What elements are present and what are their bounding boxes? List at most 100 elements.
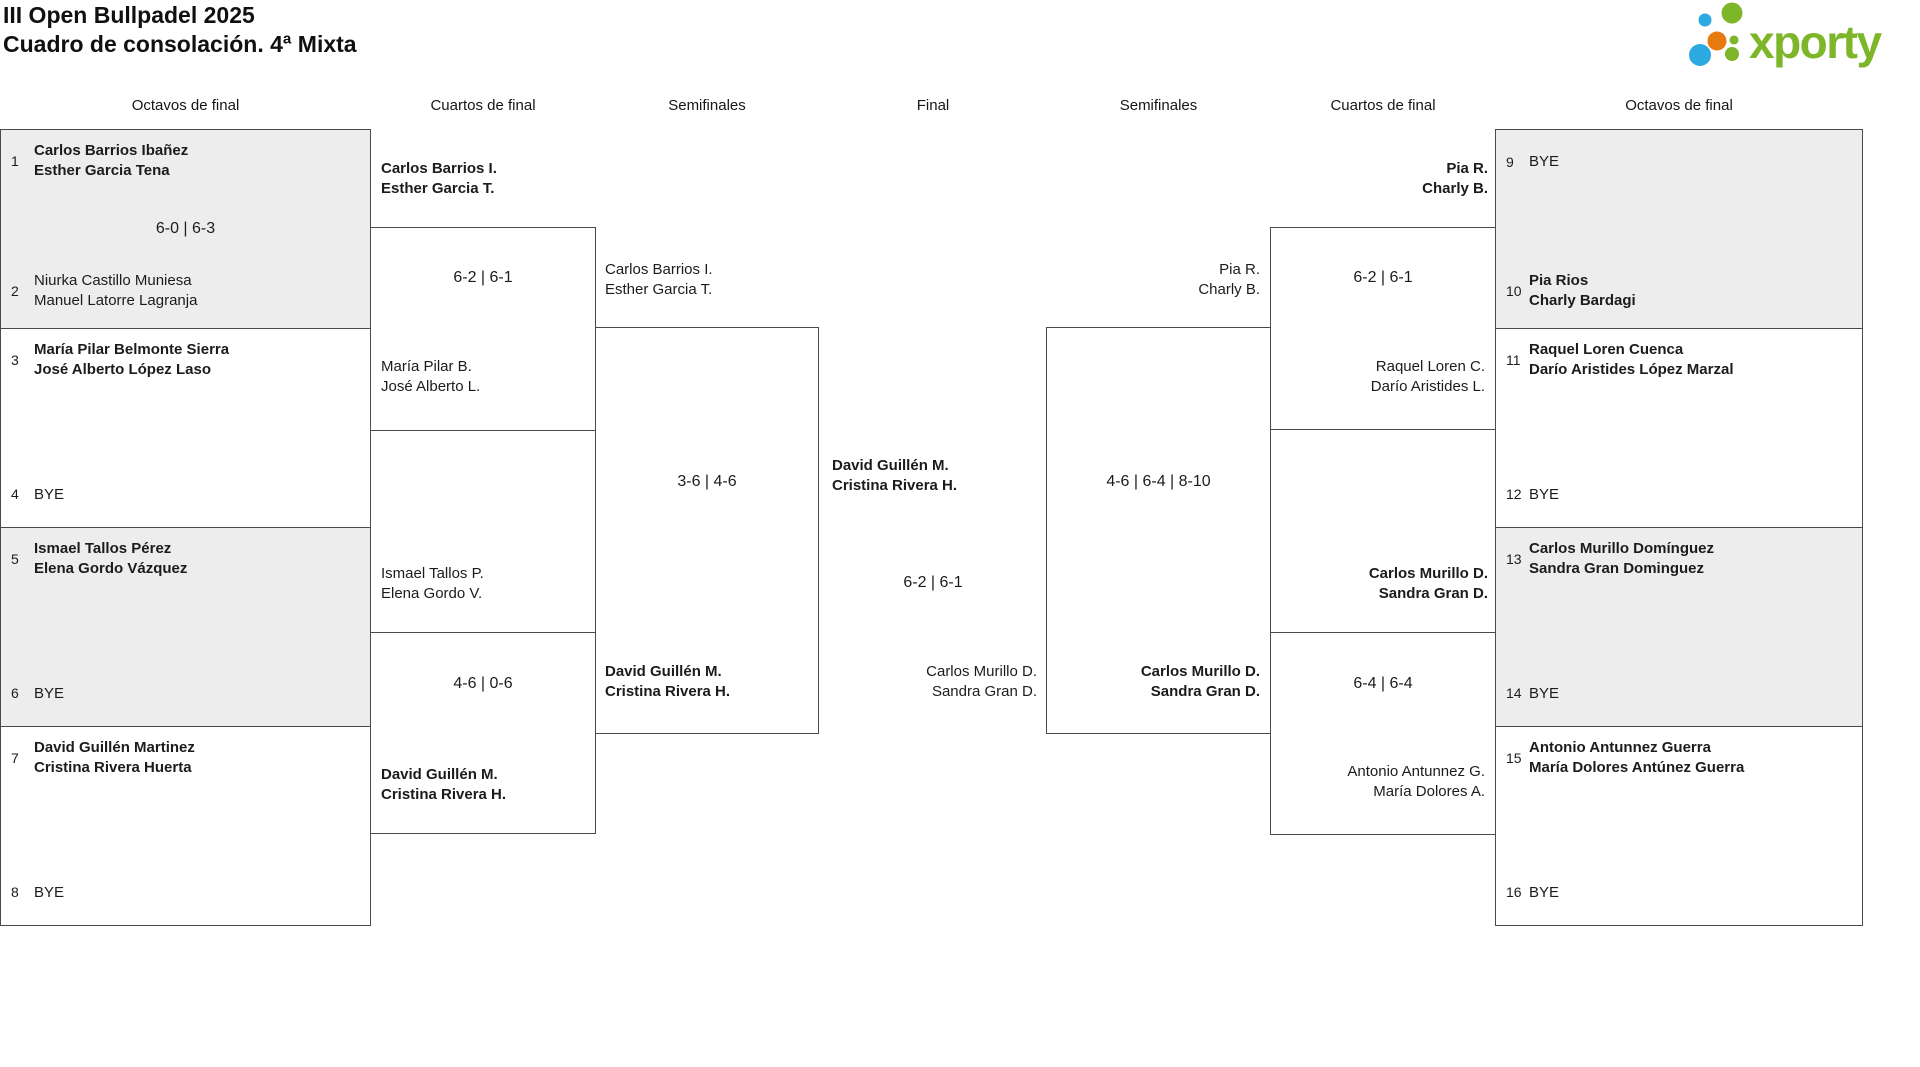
logo-dot (1729, 35, 1739, 45)
match-score-qf-right-1: 6-2 | 6-1 (1353, 269, 1413, 286)
bracket-entry-15: 15 Antonio Antunnez Guerra María Dolores… (1506, 738, 1744, 777)
logo-dot (1725, 47, 1739, 61)
qf-left-1-team-top: Carlos Barrios I. Esther Garcia T. (381, 160, 497, 197)
logo-dot (1689, 44, 1711, 66)
team-names: BYE (34, 684, 65, 702)
team-names: David Guillén Martinez Cristina Rivera H… (34, 739, 195, 776)
seed-number: 16 (1506, 884, 1522, 901)
logo-wordmark: xporty (1749, 16, 1883, 68)
bracket-entry-5: 5 Ismael Tallos Pérez Elena Gordo Vázque… (11, 539, 187, 578)
bracket-entry-2: 2 Niurka Castillo Muniesa Manuel Latorre… (11, 271, 197, 310)
team-names: Antonio Antunnez Guerra María Dolores An… (1529, 739, 1745, 776)
seed-number: 15 (1506, 749, 1522, 766)
tournament-title: III Open Bullpadel 2025 (3, 2, 255, 28)
seed-number: 11 (1506, 351, 1521, 368)
team-names: Pia Rios Charly Bardagi (1529, 272, 1636, 309)
bracket-entry-10: 10 Pia Rios Charly Bardagi (1506, 271, 1636, 310)
seed-number: 3 (11, 351, 19, 368)
team-names: BYE (1529, 684, 1560, 702)
seed-number: 14 (1506, 685, 1522, 702)
team-names: BYE (1529, 883, 1560, 901)
final-team-left: David Guillén M. Cristina Rivera H. (832, 457, 958, 494)
team-names: Carlos Barrios Ibañez Esther Garcia Tena (34, 142, 189, 179)
bracket-entry-9: 9 BYE (1506, 152, 1559, 172)
match-score-final: 6-2 | 6-1 (903, 574, 963, 591)
match-score-sf-right: 4-6 | 6-4 | 8-10 (1106, 473, 1211, 490)
seed-number: 4 (11, 486, 19, 503)
final-team-right: Carlos Murillo D. Sandra Gran D. (926, 663, 1037, 700)
r16-right-box-1: 9 BYE 10 Pia Rios Charly Bardagi (1495, 129, 1863, 329)
team-names: Ismael Tallos Pérez Elena Gordo Vázquez (34, 540, 188, 577)
logo-dot (1707, 31, 1727, 51)
round-header-cuartos-left: Cuartos de final (430, 97, 536, 114)
seed-number: 5 (11, 550, 19, 567)
sf-right-team-top: Pia R. Charly B. (1198, 261, 1260, 298)
team-names: BYE (34, 883, 65, 901)
seed-number: 8 (11, 884, 19, 901)
round-header-semis-left: Semifinales (668, 97, 746, 114)
page-title: III Open Bullpadel 2025 Cuadro de consol… (3, 1, 357, 59)
bracket-entry-12: 12 BYE (1506, 485, 1559, 505)
r16-left-box-1: 1 Carlos Barrios Ibañez Esther Garcia Te… (0, 129, 371, 329)
qf-right-2-box (1270, 632, 1496, 835)
seed-number: 10 (1506, 282, 1522, 299)
r16-right-box-3: 13 Carlos Murillo Domínguez Sandra Gran … (1495, 527, 1863, 727)
r16-left-box-3: 5 Ismael Tallos Pérez Elena Gordo Vázque… (0, 527, 371, 727)
r16-left-box-2: 3 María Pilar Belmonte Sierra José Alber… (0, 328, 371, 528)
bracket-entry-7: 7 David Guillén Martinez Cristina Rivera… (11, 738, 195, 777)
sf-left-team-top: Carlos Barrios I. Esther Garcia T. (605, 261, 713, 298)
qf-right-1-team-top: Pia R. Charly B. (1422, 160, 1488, 197)
bracket-entry-1: 1 Carlos Barrios Ibañez Esther Garcia Te… (11, 141, 188, 180)
seed-number: 2 (11, 282, 19, 299)
logo-dot (1698, 13, 1712, 27)
round-header-octavos-left: Octavos de final (131, 97, 240, 114)
team-names: BYE (1529, 153, 1560, 170)
match-score-qf-left-2: 4-6 | 0-6 (453, 675, 513, 692)
qf-right-1-team-bottom: Raquel Loren C. Darío Aristides L. (1370, 358, 1485, 395)
seed-number: 12 (1506, 486, 1522, 503)
team-names: Raquel Loren Cuenca Darío Aristides Lópe… (1529, 341, 1734, 378)
bracket-entry-4: 4 BYE (11, 485, 64, 505)
match-score-sf-left: 3-6 | 4-6 (677, 473, 737, 490)
bracket-entry-14: 14 BYE (1506, 684, 1559, 704)
bracket-entry-6: 6 BYE (11, 684, 64, 704)
r16-right-box-2: 11 Raquel Loren Cuenca Darío Aristides L… (1495, 328, 1863, 528)
qf-right-1-box (1270, 227, 1496, 430)
bracket-entry-8: 8 BYE (11, 883, 64, 903)
sf-right-box (1046, 327, 1271, 734)
team-names: Niurka Castillo Muniesa Manuel Latorre L… (34, 272, 198, 309)
qf-left-2-team-top: Ismael Tallos P. Elena Gordo V. (381, 565, 484, 602)
team-names: Carlos Murillo Domínguez Sandra Gran Dom… (1529, 540, 1715, 577)
team-names: BYE (1529, 485, 1560, 503)
match-score-r16-left-1: 6-0 | 6-3 (155, 220, 216, 237)
match-score-qf-right-2: 6-4 | 6-4 (1353, 675, 1413, 692)
team-names: María Pilar Belmonte Sierra José Alberto… (34, 341, 230, 378)
bracket-entry-3: 3 María Pilar Belmonte Sierra José Alber… (11, 340, 229, 379)
qf-left-2-team-bottom: David Guillén M. Cristina Rivera H. (381, 766, 507, 803)
match-score-qf-left-1: 6-2 | 6-1 (453, 269, 513, 286)
seed-number: 13 (1506, 550, 1522, 567)
xporty-logo[interactable]: xporty (1686, 0, 1914, 72)
logo-dot (1721, 2, 1743, 24)
qf-left-1-box (370, 227, 596, 431)
bracket-entry-13: 13 Carlos Murillo Domínguez Sandra Gran … (1506, 539, 1714, 578)
seed-number: 9 (1506, 153, 1514, 170)
qf-right-2-team-top: Carlos Murillo D. Sandra Gran D. (1368, 565, 1488, 602)
seed-number: 1 (11, 152, 19, 169)
bracket-entry-11: 11 Raquel Loren Cuenca Darío Aristides L… (1506, 340, 1734, 379)
r16-left-box-4: 7 David Guillén Martinez Cristina Rivera… (0, 726, 371, 926)
qf-right-2-team-bottom: Antonio Antunnez G. María Dolores A. (1347, 763, 1485, 800)
bracket-subtitle: Cuadro de consolación. 4ª Mixta (3, 31, 357, 57)
team-names: BYE (34, 485, 65, 503)
sf-left-box (595, 327, 819, 734)
sf-right-team-bottom: Carlos Murillo D. Sandra Gran D. (1140, 663, 1260, 700)
qf-left-1-team-bottom: María Pilar B. José Alberto L. (381, 358, 481, 395)
round-header-octavos-right: Octavos de final (1625, 97, 1733, 114)
round-header-cuartos-right: Cuartos de final (1330, 97, 1436, 114)
seed-number: 6 (11, 685, 19, 702)
round-header-final: Final (916, 97, 950, 114)
bracket-entry-16: 16 BYE (1506, 883, 1559, 903)
round-header-semis-right: Semifinales (1119, 97, 1198, 114)
r16-right-box-4: 15 Antonio Antunnez Guerra María Dolores… (1495, 726, 1863, 926)
